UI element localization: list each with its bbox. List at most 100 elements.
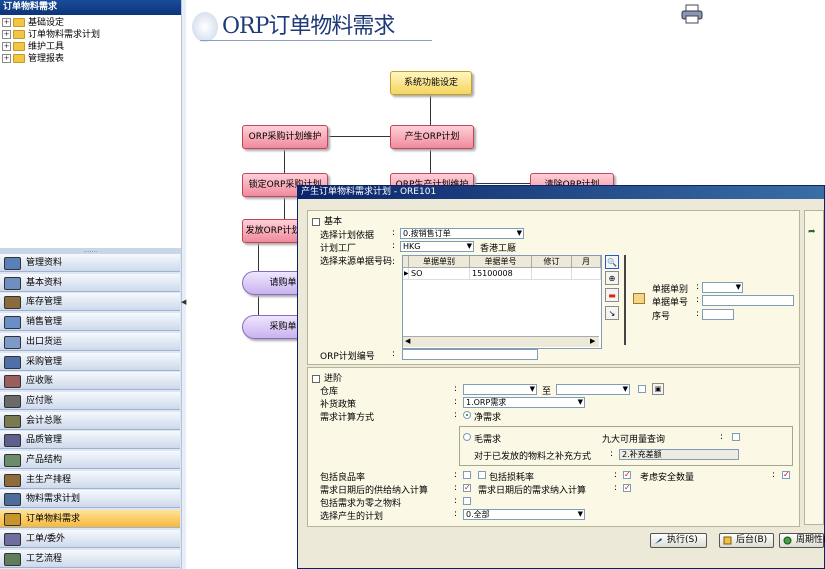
nav-item[interactable]: 应付账 — [0, 391, 180, 410]
dropdown-arrow-icon[interactable]: ▼ — [516, 229, 522, 237]
nav-item-label: 基本资料 — [26, 277, 63, 288]
flow-box-release-orp[interactable]: 发放ORP计划 — [242, 219, 304, 243]
grid-cell-revision[interactable] — [532, 268, 572, 280]
colon: : — [454, 384, 458, 394]
lookup-icon: ▣ — [654, 385, 662, 393]
nav-item[interactable]: 销售管理 — [0, 313, 180, 332]
dialog-title: 产生订单物料需求计划 - ORE101 — [298, 186, 824, 199]
plan-basis-select[interactable]: 0.按销售订单▼ — [400, 228, 524, 239]
warehouse-to-select[interactable]: ▼ — [556, 384, 630, 395]
factory-select[interactable]: HKG ▼ — [400, 241, 474, 252]
nav-item[interactable]: 产品结构 — [0, 451, 180, 469]
grid-header-revision[interactable]: 修订 — [532, 256, 572, 268]
tree-item-maintenance-tools[interactable]: +维护工具 — [2, 41, 64, 53]
nav-item[interactable]: 应收账 — [0, 372, 180, 391]
nav-item[interactable]: 品质管理 — [0, 431, 180, 450]
tree-item-reports[interactable]: + 管理报表 — [2, 53, 64, 65]
flow-box-orp-purchase-maint[interactable]: ORP采购计划维护 — [242, 125, 328, 149]
include-loss-checkbox[interactable] — [478, 471, 486, 479]
zoom-button[interactable]: ⊕ — [605, 271, 619, 285]
factory-code: HKG — [403, 242, 421, 251]
flow-box-system-settings[interactable]: 系统功能设定 — [390, 71, 472, 95]
grid-hscrollbar[interactable]: ◀ ▶ — [403, 336, 599, 347]
basic-section-header[interactable]: 基本 — [312, 214, 342, 227]
expand-icon[interactable]: + — [2, 30, 11, 39]
grid-header-month[interactable]: 月 — [572, 256, 601, 268]
nav-item[interactable]: 库存管理 — [0, 293, 180, 312]
replenish-select[interactable]: 1.ORP需求▼ — [463, 397, 585, 408]
flow-connector — [284, 195, 285, 219]
orp-no-input[interactable] — [402, 349, 538, 360]
nav-item[interactable]: 主生产排程 — [0, 470, 180, 489]
panel-splitter[interactable] — [181, 0, 186, 569]
tree-item-basic-settings[interactable]: +基础设定 — [2, 17, 64, 29]
expand-icon[interactable]: + — [2, 18, 11, 27]
dropdown-arrow-icon[interactable]: ▼ — [466, 242, 472, 250]
nav-item[interactable]: 基本资料 — [0, 273, 180, 292]
warehouse-checkbox[interactable] — [638, 385, 646, 393]
collapse-icon[interactable] — [312, 217, 320, 226]
doc-type-select[interactable]: ▼ — [702, 282, 743, 293]
seq-input[interactable] — [702, 309, 734, 320]
include-yield-checkbox[interactable] — [463, 471, 471, 479]
nav-item-label: 品质管理 — [26, 435, 63, 446]
dropdown-arrow-icon[interactable]: ▼ — [529, 385, 535, 393]
zero-demand-checkbox[interactable] — [463, 497, 471, 505]
tree-item-label: 管理报表 — [28, 54, 65, 64]
safety-stock-checkbox[interactable]: ✓ — [782, 470, 790, 479]
nav-item[interactable]: 物料需求计划 — [0, 490, 180, 509]
dropdown-arrow-icon[interactable]: ▼ — [577, 510, 583, 518]
supply-after-checkbox[interactable]: ✓ — [463, 483, 471, 492]
doc-no-input[interactable] — [702, 295, 794, 306]
gross-demand-box: 毛需求 九大可用量查询 : 对于已发放的物料之补充方式 : 2.补充差额 — [459, 426, 793, 466]
tree-item-orp-plan[interactable]: +订单物料需求计划 — [2, 29, 100, 41]
side-panel: ➦ — [804, 210, 824, 525]
delete-row-button[interactable]: ▬ — [605, 288, 619, 302]
grid-cell-doc-type[interactable]: SO — [409, 268, 470, 280]
nav-item[interactable]: 工艺流程 — [0, 549, 180, 568]
include-loss-check[interactable]: ✓ — [623, 470, 631, 479]
nav-item[interactable]: 订单物料需求 — [0, 510, 180, 529]
advanced-section-header[interactable]: 进阶 — [312, 371, 342, 384]
expand-icon[interactable]: + — [2, 42, 11, 51]
gross-demand-radio[interactable] — [463, 433, 471, 441]
nav-item[interactable]: 采购管理 — [0, 352, 180, 371]
select-plan-select[interactable]: 0.全部▼ — [463, 509, 585, 520]
import-button[interactable]: ↘ — [605, 306, 619, 320]
grid-header-doc-type[interactable]: 单据单别 — [409, 256, 470, 268]
nav-item[interactable]: 工单/委外 — [0, 529, 180, 548]
grid-header-doc-no[interactable]: 单据单号 — [470, 256, 532, 268]
zoom-icon: ⊕ — [608, 274, 616, 283]
module-icon — [4, 434, 21, 448]
issued-material-select[interactable]: 2.补充差额 — [619, 449, 739, 460]
factory-label: 计划工厂 — [320, 244, 357, 254]
flow-box-generate-orp[interactable]: 产生ORP计划 — [390, 125, 474, 149]
scroll-right-icon[interactable]: ▶ — [590, 337, 596, 345]
grid-cell-doc-no[interactable]: 15100008 — [470, 268, 532, 280]
collapse-icon[interactable] — [312, 374, 320, 383]
expand-icon[interactable]: + — [2, 54, 11, 63]
document-icon[interactable] — [633, 293, 645, 304]
dropdown-arrow-icon[interactable]: ▼ — [577, 398, 583, 406]
nav-item[interactable]: 出口货运 — [0, 332, 180, 351]
net-demand-radio[interactable] — [463, 411, 471, 419]
search-button[interactable]: 🔍 — [605, 255, 619, 269]
collapse-arrow-icon[interactable]: ◀ — [181, 298, 187, 306]
arrow-icon[interactable]: ➦ — [808, 227, 816, 237]
nav-item[interactable]: 管理资料 — [0, 254, 180, 272]
nine-available-checkbox[interactable] — [732, 433, 740, 441]
dropdown-arrow-icon[interactable]: ▼ — [735, 283, 741, 291]
warehouse-from-select[interactable]: ▼ — [463, 384, 537, 395]
printer-icon[interactable] — [681, 4, 703, 24]
nav-item[interactable]: 会计总账 — [0, 411, 180, 430]
demand-after-checkbox[interactable]: ✓ — [623, 483, 631, 492]
execute-button[interactable]: 执行(S) — [650, 533, 707, 548]
source-doc-grid[interactable]: 单据单别 单据单号 修订 月 ▶ SO 15100008 ◀ ▶ — [402, 255, 602, 349]
background-button[interactable]: 后台(B) — [719, 533, 774, 548]
periodic-button[interactable]: 周期性( — [779, 533, 825, 548]
scroll-left-icon[interactable]: ◀ — [405, 337, 411, 345]
grid-cell-month[interactable] — [572, 268, 601, 280]
nav-resize-grip[interactable]: ....... — [0, 248, 181, 254]
warehouse-lookup-button[interactable]: ▣ — [652, 383, 664, 395]
dropdown-arrow-icon[interactable]: ▼ — [622, 385, 628, 393]
